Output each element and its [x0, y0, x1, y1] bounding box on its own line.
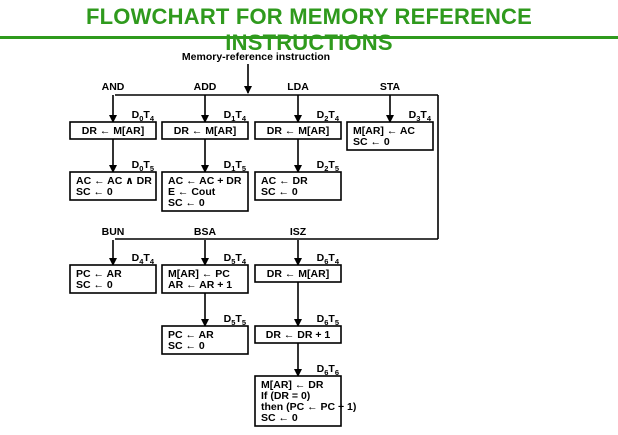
step-text: E ← Cout: [168, 186, 216, 198]
step-text: SC ← 0: [353, 136, 390, 148]
branch-label-bun: BUN: [102, 226, 125, 238]
branch-label-add: ADD: [194, 81, 217, 93]
step-text: DR ← M[AR]: [267, 268, 329, 280]
step-box-isz-2: [254, 375, 342, 427]
step-box-add-0: [161, 121, 249, 140]
branch-label-isz: ISZ: [290, 226, 307, 238]
timing-label: D6T5: [317, 313, 339, 327]
step-text: SC ← 0: [261, 186, 298, 198]
step-text: PC ← AR: [76, 268, 122, 280]
step-box-bsa-1: [161, 325, 249, 355]
step-text: AR ← AR + 1: [168, 279, 232, 291]
timing-label: D0T5: [132, 159, 154, 173]
step-text: AC ← DR: [261, 175, 308, 187]
step-box-and-1: [69, 171, 157, 201]
step-text: SC ← 0: [76, 186, 113, 198]
step-text: SC ← 0: [168, 340, 205, 352]
step-box-isz-1: [254, 325, 342, 344]
page-title: FLOWCHART FOR MEMORY REFERENCE INSTRUCTI…: [86, 4, 532, 55]
step-text: then (PC ← PC + 1): [261, 401, 356, 413]
step-text: DR ← DR + 1: [266, 329, 331, 341]
timing-label: D1T4: [224, 109, 247, 123]
timing-label: D3T4: [409, 109, 432, 123]
step-text: M[AR] ← DR: [261, 379, 324, 391]
step-text: AC ← AC ∧ DR: [76, 175, 152, 187]
step-text: M[AR] ← PC: [168, 268, 230, 280]
connector-lines: [109, 64, 439, 377]
step-box-sta-0: [346, 121, 434, 151]
step-box-and-0: [69, 121, 157, 140]
step-text: PC ← AR: [168, 329, 214, 341]
branch-label-bsa: BSA: [194, 226, 217, 238]
timing-label: D4T4: [132, 252, 155, 266]
root-label: Memory-reference instruction: [182, 51, 330, 63]
step-box-add-1: [161, 171, 249, 212]
step-text: SC ← 0: [261, 412, 298, 424]
step-text: DR ← M[AR]: [267, 125, 329, 137]
step-text: DR ← M[AR]: [174, 125, 236, 137]
step-box-lda-1: [254, 171, 342, 201]
branch-label-lda: LDA: [287, 81, 309, 93]
step-box-bun-0: [69, 264, 157, 294]
step-box-isz-0: [254, 264, 342, 283]
step-text: SC ← 0: [168, 197, 205, 209]
title-underline: [0, 36, 618, 39]
timing-label: D2T4: [317, 109, 340, 123]
branch-label-and: AND: [102, 81, 125, 93]
branch-label-sta: STA: [380, 81, 401, 93]
timing-label: D6T4: [317, 252, 340, 266]
step-text: AC ← AC + DR: [168, 175, 242, 187]
step-text: DR ← M[AR]: [82, 125, 144, 137]
step-text: SC ← 0: [76, 279, 113, 291]
timing-label: D6T6: [317, 363, 339, 377]
timing-label: D2T5: [317, 159, 339, 173]
timing-label: D5T5: [224, 313, 246, 327]
step-box-bsa-0: [161, 264, 249, 294]
timing-label: D5T4: [224, 252, 247, 266]
step-box-lda-0: [254, 121, 342, 140]
timing-label: D1T5: [224, 159, 246, 173]
step-text: If (DR = 0): [261, 390, 310, 402]
step-text: M[AR] ← AC: [353, 125, 415, 137]
timing-label: D0T4: [132, 109, 155, 123]
